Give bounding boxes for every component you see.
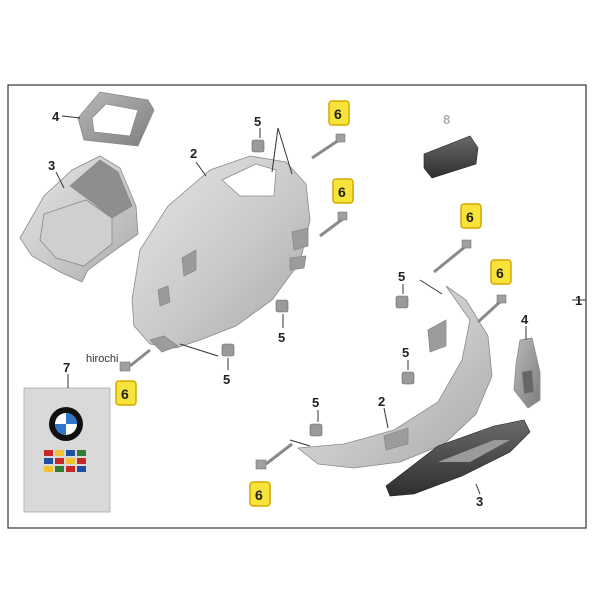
callout-label: 2 — [190, 146, 197, 161]
callout-label: 4 — [52, 109, 60, 124]
svg-text:6: 6 — [338, 184, 346, 200]
leader-line — [475, 483, 481, 495]
callout-label: 5 — [402, 345, 409, 360]
svg-text:6: 6 — [334, 106, 342, 122]
callout-6-bottom-highlight: 6 — [249, 481, 271, 507]
callout-label: 5 — [254, 114, 261, 129]
leader-line — [383, 407, 389, 429]
leader-line — [61, 115, 81, 119]
bolt-6-top — [311, 133, 346, 160]
callout-6-left-highlight: 6 — [115, 380, 137, 406]
callout-label: 4 — [521, 312, 529, 327]
callout-6-right-b-highlight: 6 — [490, 259, 512, 285]
bolt-6-bottom — [255, 442, 293, 470]
callout-6-mid-highlight: 6 — [332, 178, 354, 204]
callout-label: 5 — [278, 330, 285, 345]
svg-text:6: 6 — [121, 386, 129, 402]
flag-strip — [44, 450, 86, 472]
nut-5-left — [221, 343, 235, 357]
diagram-frame — [7, 84, 587, 529]
svg-text:6: 6 — [466, 209, 474, 225]
leader-line — [55, 171, 65, 189]
leader-line — [419, 279, 443, 295]
part-2-main-cover — [131, 155, 311, 353]
nut-5-right — [395, 295, 409, 309]
part-2-lower-shell — [296, 285, 493, 469]
watermark-text: hirochi — [86, 353, 118, 365]
part-7-manual — [23, 387, 111, 513]
part-3-side-panel — [19, 155, 139, 283]
bolt-6-right-b — [476, 294, 507, 324]
bolt-6-left — [119, 348, 151, 372]
bolt-6-right-a — [433, 239, 472, 274]
part-8-grommet — [423, 135, 479, 179]
part-4-trim-ring — [77, 91, 155, 147]
callout-label: 5 — [223, 372, 230, 387]
leader-line — [195, 161, 207, 177]
leader-line — [179, 343, 219, 357]
callout-label: 5 — [312, 395, 319, 410]
callout-label: 2 — [378, 394, 385, 409]
callout-label: 7 — [63, 360, 70, 375]
callout-label: 8 — [443, 112, 450, 127]
svg-text:6: 6 — [496, 265, 504, 281]
callout-label: 3 — [48, 158, 55, 173]
bolt-6-mid — [319, 211, 348, 238]
callout-6-right-a-highlight: 6 — [460, 203, 482, 229]
nut-5-mid — [275, 299, 289, 313]
callout-label: 1 — [575, 293, 582, 308]
nut-5-right-low — [401, 371, 415, 385]
part-4-right-bracket — [513, 337, 541, 409]
svg-text:6: 6 — [255, 487, 263, 503]
leader-line — [289, 439, 311, 447]
part-3-bottom-panel — [385, 419, 531, 497]
callout-label: 3 — [476, 494, 483, 509]
callout-6-top-highlight: 6 — [328, 100, 350, 126]
leader-line — [271, 127, 293, 175]
nut-5-top — [251, 139, 265, 153]
nut-5-bottom — [309, 423, 323, 437]
callout-label: 5 — [398, 269, 405, 284]
